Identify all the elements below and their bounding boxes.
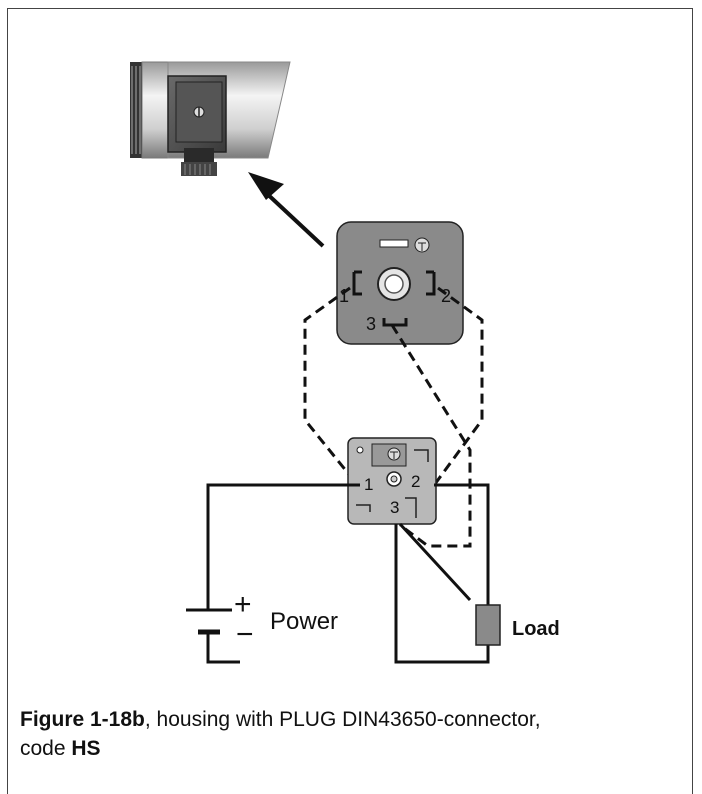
- power-plus-label: +: [234, 588, 252, 621]
- figure-frame: [7, 8, 693, 794]
- caption-code: HS: [71, 737, 101, 760]
- caption-text: , housing with PLUG DIN43650-connector,: [144, 708, 541, 731]
- housing-illustration: [130, 61, 291, 176]
- load-label: Load: [512, 618, 560, 640]
- figure-caption: Figure 1-18b, housing with PLUG DIN43650…: [20, 705, 680, 763]
- figure-reference: Figure 1-18b: [20, 708, 145, 731]
- arrow-icon: [248, 172, 325, 248]
- socket-block: 1 2 3: [347, 437, 437, 525]
- socket-pin3-label: 3: [390, 498, 399, 517]
- dashed-wires: [303, 286, 484, 548]
- connector-face: 1 2 3: [336, 221, 464, 345]
- connector-pin3-label: 3: [366, 314, 376, 334]
- socket-pin1-label: 1: [364, 475, 373, 494]
- load-resistor: Load: [475, 604, 560, 646]
- wiring-diagram: 1 2 3 1 2 3 + − Power: [130, 61, 560, 664]
- connector-pin2-label: 2: [441, 286, 451, 306]
- socket-pin2-label: 2: [411, 472, 420, 491]
- power-minus-label: −: [236, 618, 254, 651]
- solid-wires: [206, 483, 490, 664]
- power-source: + − Power: [186, 588, 338, 651]
- caption-code-prefix: code: [20, 737, 72, 760]
- connector-pin1-label: 1: [339, 286, 349, 306]
- power-label: Power: [270, 608, 338, 635]
